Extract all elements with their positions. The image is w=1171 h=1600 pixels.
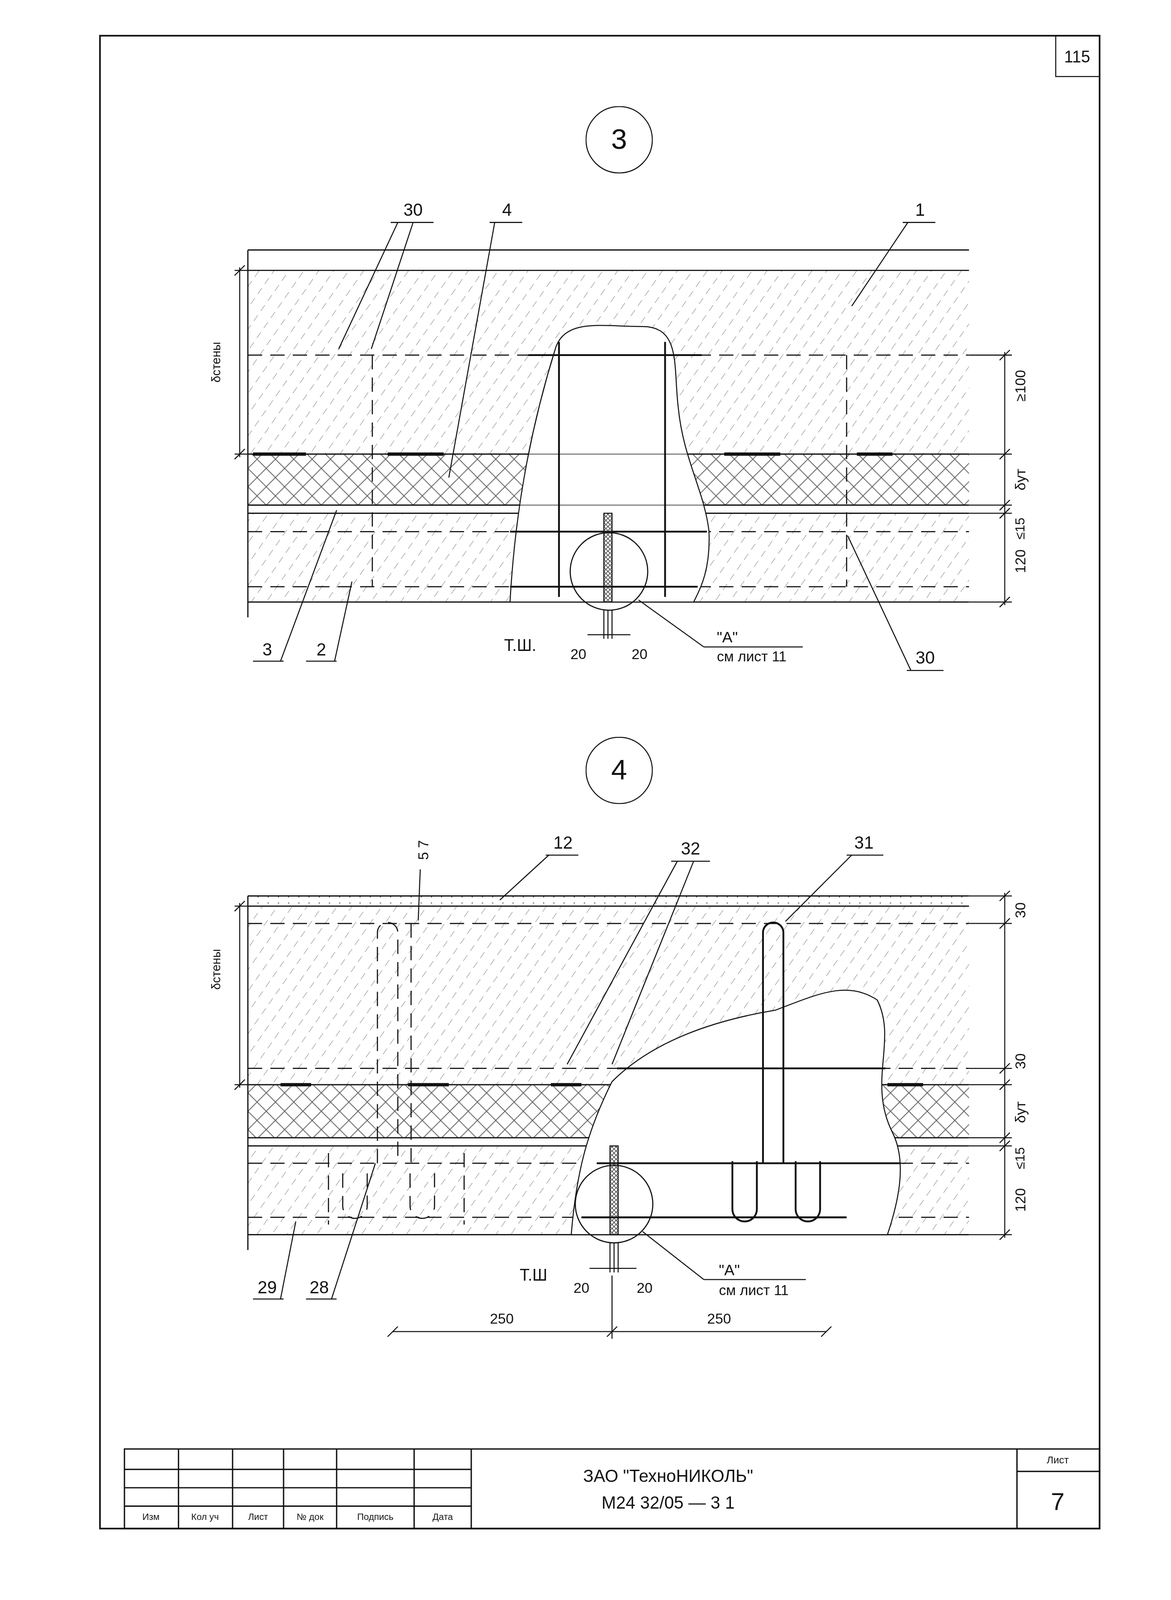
section-number: 4	[611, 756, 627, 785]
dimension-label: 20	[572, 1280, 591, 1295]
callout-number: 32	[679, 840, 702, 858]
table-cell: № док	[295, 1512, 325, 1522]
table-cell: Дата	[431, 1512, 454, 1522]
sheet-reference: см лист 11	[715, 649, 788, 664]
callout-number: 3	[261, 641, 274, 659]
callout-number: 30	[402, 201, 424, 219]
dimension-label: ≤15	[1013, 516, 1027, 541]
dimension-label: 20	[630, 646, 649, 662]
dimension-label: 250	[706, 1311, 732, 1326]
dimension-label: ≤15	[1013, 1146, 1027, 1171]
callout-number: 28	[308, 1279, 330, 1297]
node-reference: "А"	[715, 629, 739, 645]
dimension-label: 20	[569, 646, 588, 662]
dimension-label: 250	[488, 1311, 515, 1326]
dimension-label: 5 7	[416, 839, 431, 861]
joint-label: Т.Ш.	[502, 637, 538, 655]
sheet-number: 115	[1062, 48, 1091, 66]
dimension-label: δстены	[210, 340, 223, 384]
section-marker-circle: 3	[585, 106, 654, 174]
organization-name: ЗАО "ТехноНИКОЛЬ"	[582, 1467, 754, 1485]
dimension-label: δстены	[210, 948, 223, 991]
table-cell: Кол уч	[190, 1512, 220, 1522]
dimension-label: δут	[1012, 467, 1028, 492]
callout-number: 1	[914, 201, 926, 219]
table-cell: Лист	[246, 1512, 270, 1522]
table-cell: Изм	[141, 1512, 161, 1522]
sheet-reference: см лист 11	[717, 1282, 790, 1297]
callout-number: 31	[853, 834, 875, 852]
dimension-label: 20	[635, 1280, 654, 1295]
table-cell: Подпись	[355, 1512, 395, 1522]
callout-number: 29	[256, 1279, 278, 1297]
dimension-label: 120	[1012, 548, 1028, 574]
dimension-label: 30	[1012, 1052, 1028, 1071]
section-number: 3	[611, 125, 627, 154]
section-marker-circle: 4	[585, 736, 654, 805]
callout-number: 30	[914, 649, 936, 667]
callout-number: 12	[552, 834, 574, 852]
document-code: М24 32/05 — 3 1	[600, 1494, 736, 1512]
table-cell: Лист	[1045, 1455, 1071, 1466]
callout-number: 2	[315, 641, 328, 659]
sheet-number: 7	[1049, 1489, 1066, 1514]
joint-label: Т.Ш	[518, 1267, 549, 1284]
dimension-label: 120	[1012, 1186, 1028, 1213]
node-reference: "А"	[717, 1261, 741, 1277]
dimension-label: 30	[1012, 900, 1028, 920]
dimension-label: δут	[1012, 1100, 1028, 1124]
callout-number: 4	[501, 201, 513, 219]
dimension-label: ≥100	[1012, 368, 1028, 403]
